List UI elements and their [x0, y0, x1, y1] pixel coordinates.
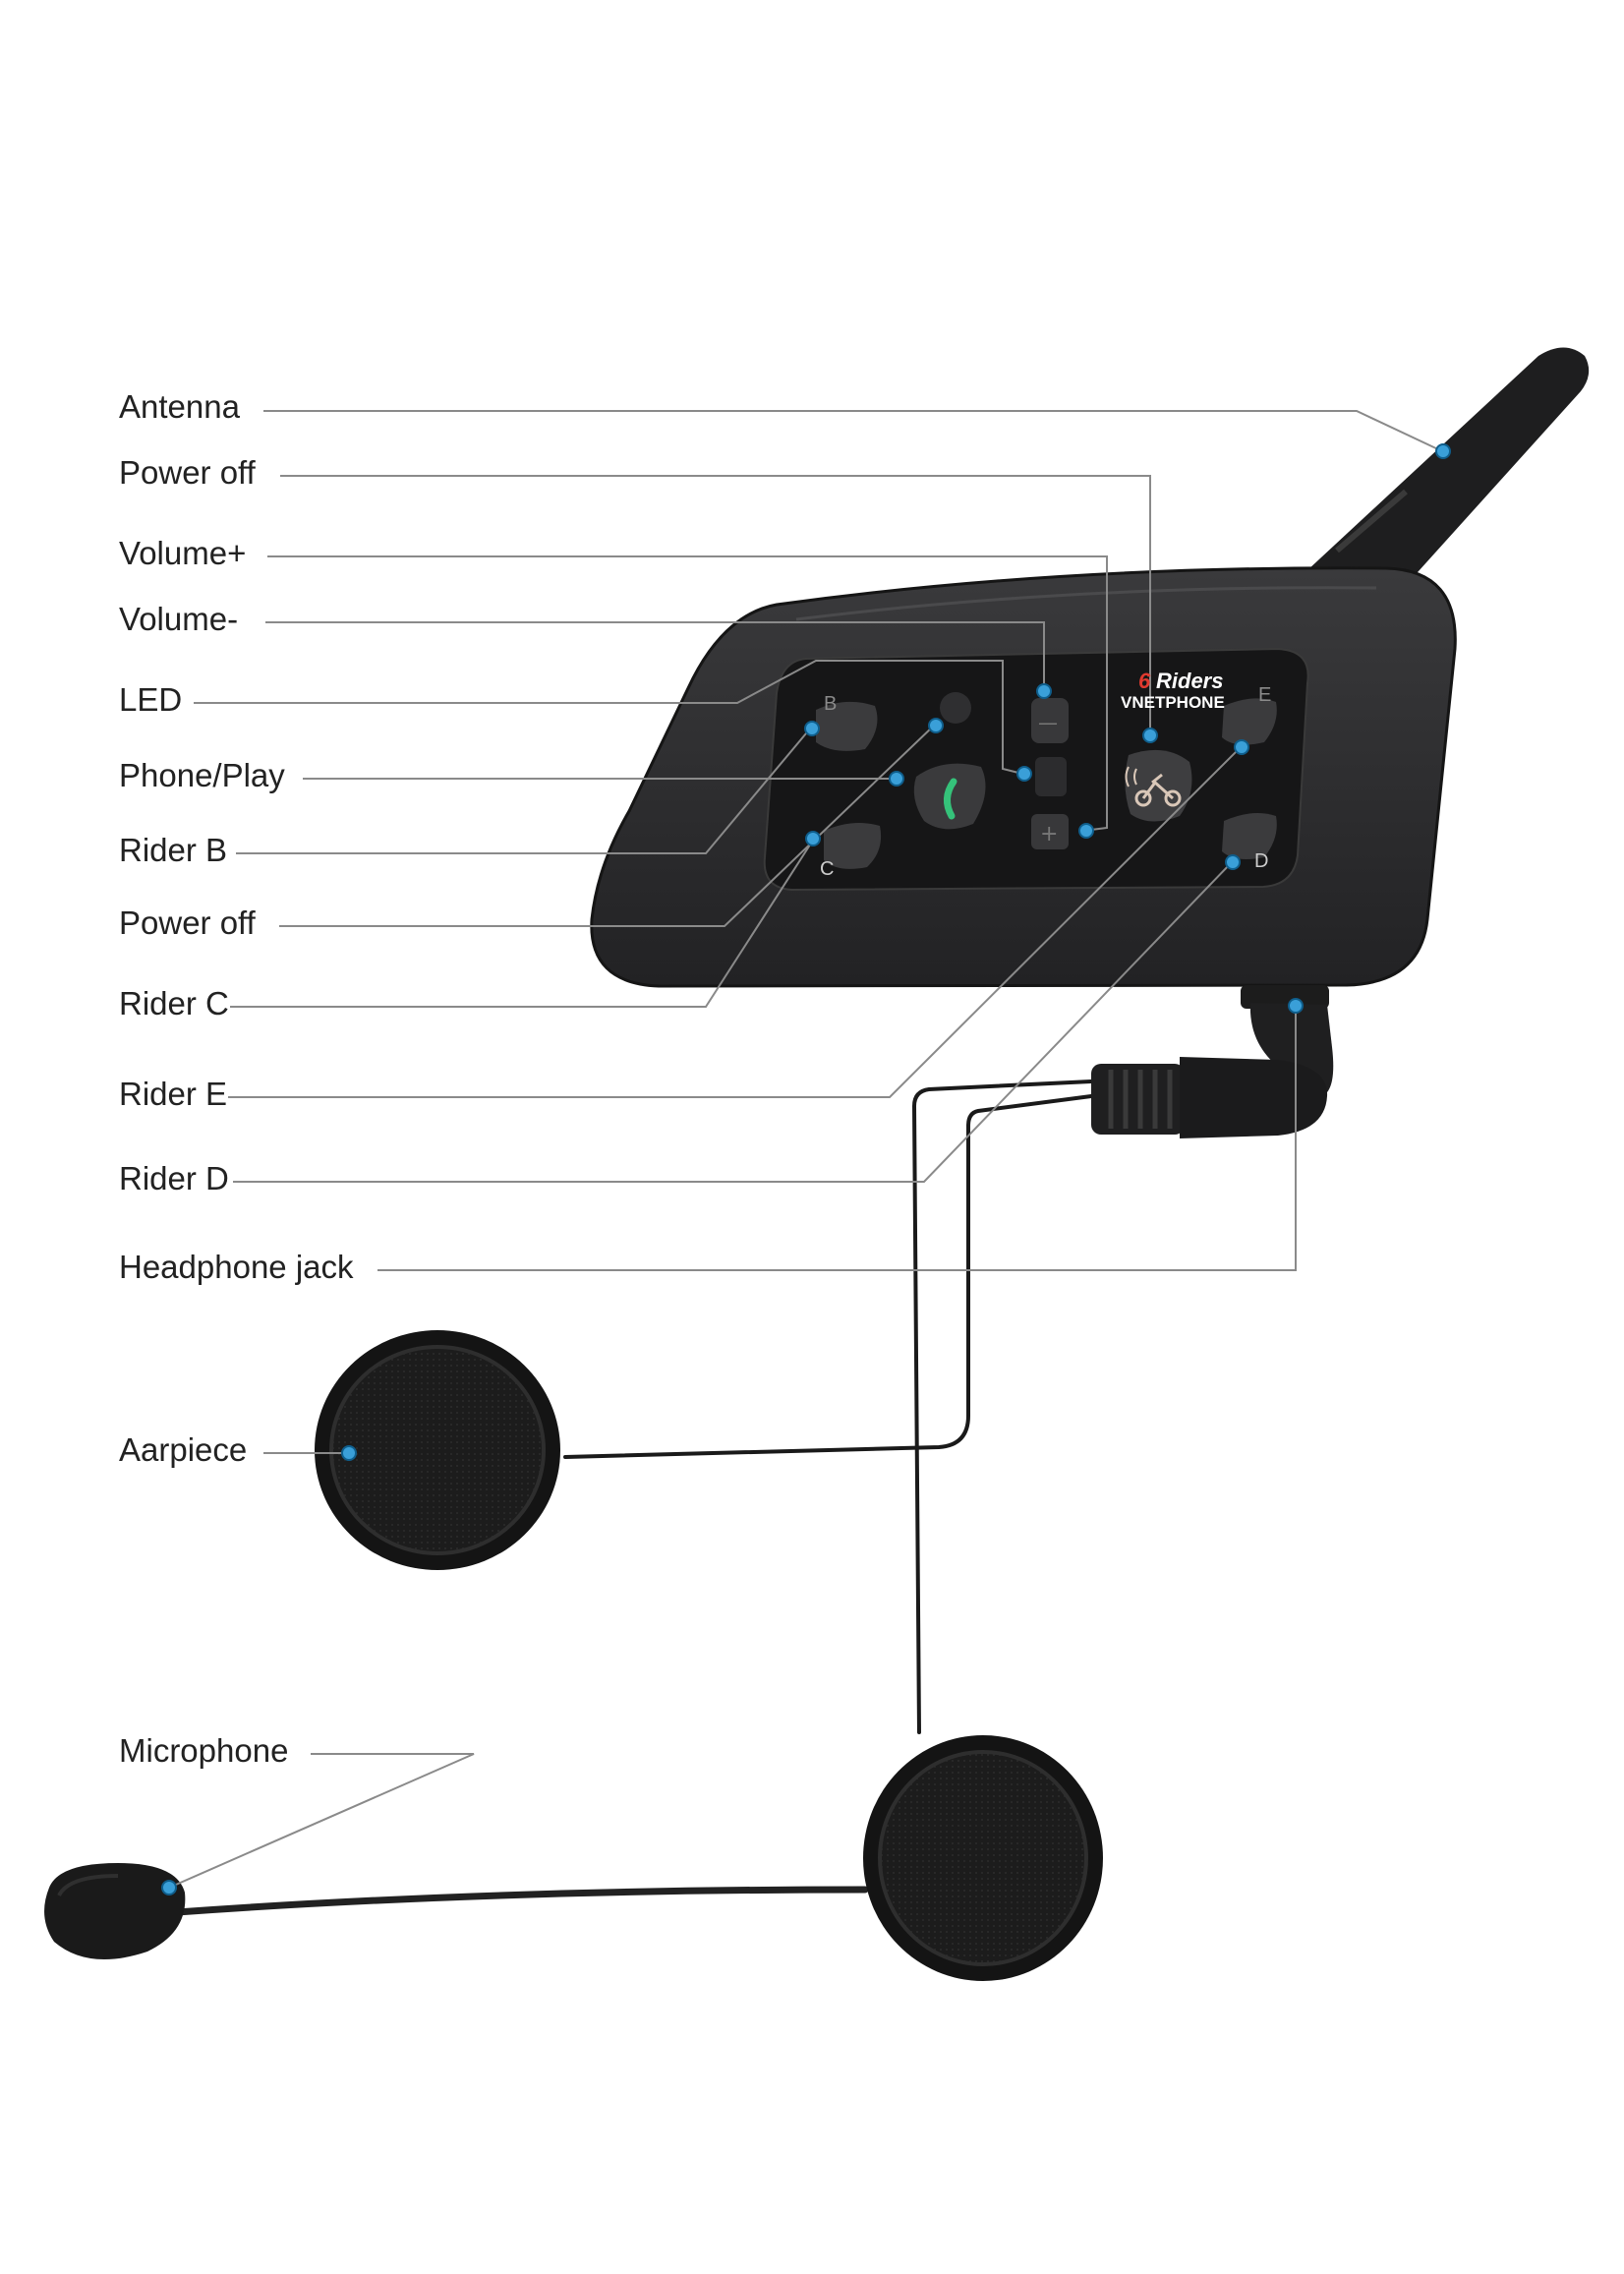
button-d-label: D	[1254, 850, 1268, 872]
marker-volume-minus	[1036, 683, 1052, 699]
button-e-label: E	[1258, 684, 1271, 706]
microphone-boom	[173, 1886, 869, 1916]
label-power-off-bottom: Power off	[119, 904, 256, 941]
marker-led	[928, 718, 944, 733]
cables	[563, 1079, 1093, 1734]
earpiece-cable	[563, 1094, 1093, 1459]
marker-rider-e	[1234, 739, 1249, 755]
label-microphone: Microphone	[119, 1732, 289, 1769]
antenna-shape	[1307, 347, 1590, 602]
markers	[161, 443, 1451, 1895]
label-antenna: Antenna	[119, 388, 240, 425]
marker-headphone-jack	[1288, 998, 1304, 1014]
marker-microphone	[161, 1880, 177, 1895]
marker-rider-c	[805, 831, 821, 846]
label-rider-c: Rider C	[119, 985, 229, 1021]
button-b-label: B	[824, 693, 837, 715]
marker-rider-b	[804, 721, 820, 736]
label-volume-plus: Volume+	[119, 535, 247, 571]
label-volume-minus: Volume-	[119, 601, 239, 637]
headphone-connector-shape	[1091, 985, 1334, 1138]
panel-buttons	[816, 692, 1277, 869]
label-rider-d: Rider D	[119, 1160, 229, 1196]
marker-power-off-top	[1142, 728, 1158, 743]
volume-plus-glyph: +	[1040, 822, 1058, 846]
label-led: LED	[119, 681, 183, 718]
brand-number: 6	[1138, 669, 1151, 693]
marker-rider-d	[1225, 854, 1241, 870]
label-rider-e: Rider E	[119, 1076, 228, 1112]
label-earpiece: Aarpiece	[119, 1431, 248, 1468]
brand-riders: Riders	[1156, 669, 1223, 693]
marker-phone-mid	[1016, 766, 1032, 782]
microphone-shape	[44, 1863, 186, 1959]
button-c-label: C	[820, 858, 834, 880]
label-rider-b: Rider B	[119, 832, 228, 868]
speaker-shape	[863, 1735, 1103, 1981]
marker-earpiece	[341, 1445, 357, 1461]
label-phone-play: Phone/Play	[119, 757, 285, 793]
marker-antenna	[1435, 443, 1451, 459]
brand-name: VNETPHONE	[1121, 693, 1225, 712]
right-speaker-cable	[912, 1079, 1093, 1734]
label-headphone-jack: Headphone jack	[119, 1249, 354, 1285]
volume-minus-glyph: —	[1038, 711, 1058, 734]
label-power-off-top: Power off	[119, 454, 256, 491]
leader-lines	[168, 410, 1441, 1889]
marker-volume-plus	[1078, 823, 1094, 839]
earpiece-shape	[315, 1330, 560, 1570]
marker-phone-play	[889, 771, 904, 787]
